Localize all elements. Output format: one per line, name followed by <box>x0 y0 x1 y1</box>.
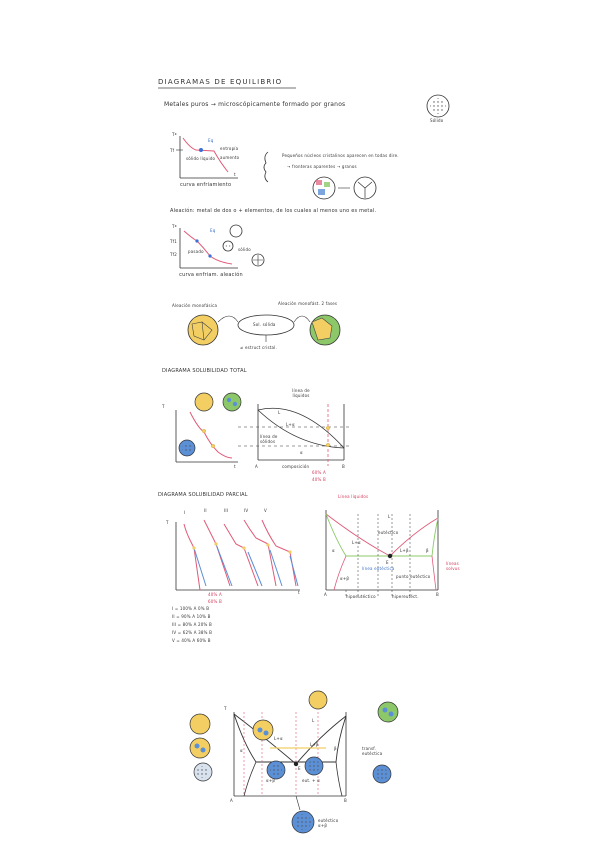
page-title: DIAGRAMAS DE EQUILIBRIO <box>158 78 283 86</box>
roman-5: V <box>264 508 267 513</box>
legend-3: III = 80% A 20% B <box>172 622 212 627</box>
parcial-a: A <box>324 592 327 597</box>
total-liquidus: línea de líquidos <box>292 388 310 398</box>
legend-1: I = 100% A 0% B <box>172 606 210 611</box>
total-pct2: 40% B <box>312 477 326 482</box>
final-l: L <box>312 718 315 723</box>
parcial-red-note-1: 40% A <box>208 592 222 597</box>
phase-circles <box>187 314 341 346</box>
final-e: E <box>298 766 301 771</box>
total-a: A <box>255 464 258 469</box>
t-axis-label: Tª <box>172 132 177 137</box>
cooling-curve-pure-metal <box>176 136 238 179</box>
roman-1: I <box>184 510 186 515</box>
tf2-label: Tf2 <box>170 252 177 257</box>
final-beta: β <box>334 746 337 751</box>
roman-2: II <box>204 508 207 513</box>
final-eut: eut. + α <box>302 778 320 783</box>
final-l-alpha: L+α <box>274 736 283 741</box>
parcial-e: E <box>386 560 389 565</box>
roman-4: IV <box>244 508 249 513</box>
tf-label: Tf <box>170 148 175 153</box>
final-l-beta: L+β <box>310 742 319 747</box>
total-solidus: línea de sólidos <box>260 434 278 444</box>
partial-cooling-curves <box>175 519 300 591</box>
aleacion-heading: Aleación: metal de dos o + elementos, de… <box>170 208 377 214</box>
aleacion-solido: sólido <box>238 247 251 252</box>
parcial-l-alpha: L+α <box>352 540 361 545</box>
metales-heading: Metales puros → microscópicamente formad… <box>164 101 346 108</box>
hipereutectico: hipereutéct. <box>392 594 419 599</box>
final-b: B <box>344 798 347 803</box>
t-label: t <box>234 172 236 177</box>
total-t-label: t <box>234 464 236 469</box>
parcial-l-beta: L+β <box>400 548 409 553</box>
total-lalpha: L+α <box>286 422 295 427</box>
hipoeutectico: hipoeutéctico <box>346 594 376 599</box>
parcial-l: L <box>388 514 391 519</box>
partial-phase-diagram <box>325 510 439 596</box>
total-t-axis: T <box>162 404 165 409</box>
parcial-alpha: α <box>332 548 335 553</box>
total-pct1: 60% A <box>312 470 326 475</box>
pasado-label: pasado <box>188 249 204 254</box>
grains-circle <box>353 176 377 200</box>
curva-label: curva enfriamiento <box>180 182 232 188</box>
nuclei-circle <box>312 176 336 200</box>
cooling-curve-alloy <box>179 224 265 269</box>
bracket <box>263 151 269 183</box>
final-t-axis: T <box>224 706 227 711</box>
legend-5: V = 40% A 60% B <box>172 638 211 643</box>
aleacion-eq: Eq <box>210 228 216 233</box>
punto-eutectico: punto eutéctico <box>396 574 431 579</box>
final-trans: transf. eutéctica <box>362 746 383 756</box>
linea-eutectica: línea eutéctica <box>362 566 395 571</box>
final-phase-diagram <box>189 690 399 834</box>
mono-center: Sol. sólida <box>253 322 276 327</box>
tf1-label: Tf1 <box>170 239 177 244</box>
parcial-alpha-beta: α+β <box>340 576 350 581</box>
aleacion-t-axis: Tª <box>172 224 177 229</box>
final-alpha-beta: α+β <box>266 778 276 783</box>
parcial-heading: DIAGRAMA SOLUBILIDAD PARCIAL <box>158 492 248 498</box>
roman-3: III <box>224 508 229 513</box>
final-a: A <box>230 798 233 803</box>
linea-liquidos: Línea líquidos <box>338 494 369 499</box>
final-alpha: α <box>240 748 243 753</box>
parcial-red-note-2: 60% B <box>208 599 222 604</box>
solido-liquido-label: sólido líquido <box>186 156 216 161</box>
parcial-beta: β <box>426 548 429 553</box>
mono-right: Aleación monofást. 2 fases <box>278 301 338 306</box>
parcial-t-label: t <box>298 590 300 595</box>
aumento-label: aumento <box>220 155 240 160</box>
total-composicion: composición <box>282 464 310 469</box>
parcial-b: B <box>436 592 439 597</box>
final-eutectico: eutéctico α+β <box>318 818 339 828</box>
legend-2: II = 90% A 10% B <box>172 614 211 619</box>
note-2: → fronteras aparentes → granos <box>287 164 357 169</box>
entropia-label: entropía <box>220 146 239 151</box>
total-alpha: α <box>300 450 303 455</box>
total-b: B <box>342 464 345 469</box>
eq-label: Eq <box>208 138 214 143</box>
total-heading: DIAGRAMA SOLUBILIDAD TOTAL <box>162 368 247 374</box>
solido-label: Sólido <box>430 118 444 123</box>
parcial-eutectico: eutéctico <box>378 530 399 535</box>
note-1: Pequeños núcleos cristalinos aparecen en… <box>282 153 399 158</box>
aleacion-curva: curva enfriam. aleación <box>179 272 243 278</box>
solid-grains-icon <box>426 94 450 118</box>
mono-left: Aleación monofásica <box>172 303 218 308</box>
total-l: L <box>278 410 281 415</box>
lineas-solvus: líneas solvus <box>446 561 460 571</box>
total-solubility-diagram <box>175 392 350 466</box>
legend-4: IV = 62% A 38% B <box>172 630 213 635</box>
mono-below: ≠ estruct cristal. <box>240 345 277 350</box>
parcial-t-axis: T <box>166 520 169 525</box>
